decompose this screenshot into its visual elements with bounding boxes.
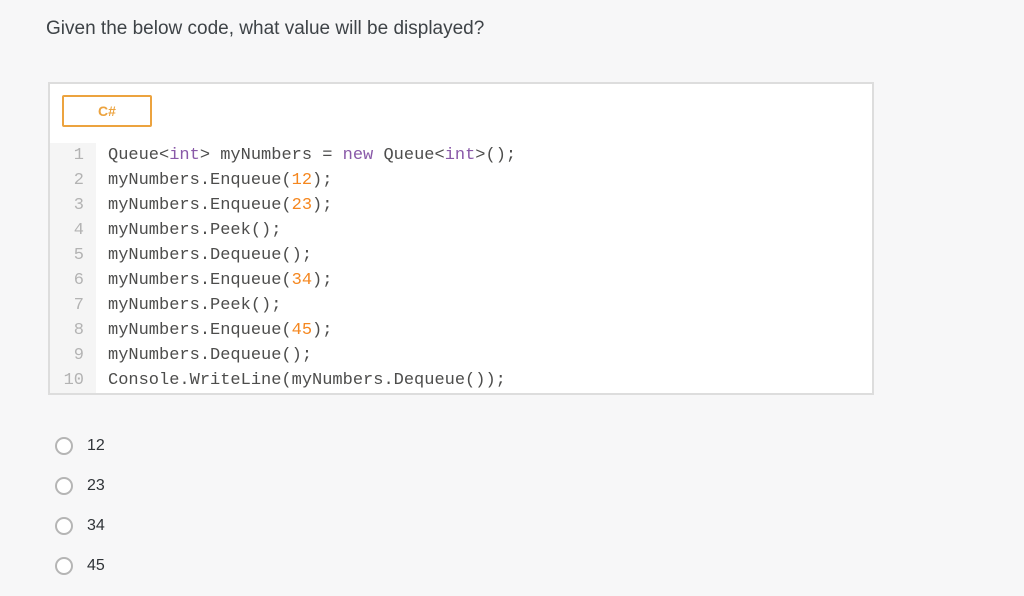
token-number: 12 xyxy=(291,171,313,190)
token-plain: ); xyxy=(312,171,333,190)
radio-button[interactable] xyxy=(55,517,73,535)
code-line: 10 Console.WriteLine(myNumbers.Dequeue())… xyxy=(50,368,872,393)
token-plain: myNumbers.Enqueue( xyxy=(108,271,292,290)
answer-option-23[interactable]: 23 xyxy=(55,466,105,506)
token-plain: myNumbers.Peek(); xyxy=(108,221,282,240)
answer-options: 12 23 34 45 xyxy=(55,426,105,586)
option-label[interactable]: 34 xyxy=(87,517,105,534)
token-plain: myNumbers.Enqueue( xyxy=(108,171,292,190)
line-number: 6 xyxy=(50,268,96,293)
token-keyword: int xyxy=(169,146,200,165)
token-keyword: int xyxy=(444,146,476,165)
line-number: 4 xyxy=(50,218,96,243)
token-plain: myNumbers.Peek(); xyxy=(108,296,282,315)
option-label[interactable]: 45 xyxy=(87,557,105,574)
token-plain: ); xyxy=(312,196,333,215)
answer-option-12[interactable]: 12 xyxy=(55,426,105,466)
answer-option-45[interactable]: 45 xyxy=(55,546,105,586)
question-text: Given the below code, what value will be… xyxy=(46,18,485,39)
language-badge: C# xyxy=(62,95,152,127)
code-text: myNumbers.Dequeue(); xyxy=(96,243,312,268)
code-panel-header: C# xyxy=(50,84,872,143)
code-line: 7 myNumbers.Peek(); xyxy=(50,293,872,318)
code-text: Console.WriteLine(myNumbers.Dequeue()); xyxy=(96,368,506,393)
option-label[interactable]: 12 xyxy=(87,437,105,454)
code-text: myNumbers.Peek(); xyxy=(96,218,281,243)
code-line: 4 myNumbers.Peek(); xyxy=(50,218,872,243)
token-number: 34 xyxy=(291,271,313,290)
code-text: myNumbers.Enqueue(34); xyxy=(96,268,332,293)
line-number: 2 xyxy=(50,168,96,193)
line-number: 8 xyxy=(50,318,96,343)
code-text: Queue<int> myNumbers = new Queue<int>(); xyxy=(96,143,516,168)
code-text: myNumbers.Enqueue(45); xyxy=(96,318,332,343)
line-number: 7 xyxy=(50,293,96,318)
token-plain: myNumbers.Enqueue( xyxy=(108,196,292,215)
code-text: myNumbers.Enqueue(12); xyxy=(96,168,332,193)
radio-button[interactable] xyxy=(55,437,73,455)
token-plain: > myNumbers = xyxy=(199,146,343,165)
token-plain: myNumbers.Dequeue(); xyxy=(108,346,313,365)
code-text: myNumbers.Dequeue(); xyxy=(96,343,312,368)
token-plain: ); xyxy=(312,321,333,340)
code-text: myNumbers.Peek(); xyxy=(96,293,281,318)
token-plain: Console.WriteLine(myNumbers.Dequeue()); xyxy=(108,371,506,390)
token-plain: ); xyxy=(312,271,333,290)
token-number: 45 xyxy=(291,321,313,340)
line-number: 10 xyxy=(50,368,96,393)
code-line: 5 myNumbers.Dequeue(); xyxy=(50,243,872,268)
token-plain: myNumbers.Enqueue( xyxy=(108,321,292,340)
line-number: 3 xyxy=(50,193,96,218)
line-number: 9 xyxy=(50,343,96,368)
token-number: 23 xyxy=(291,196,313,215)
token-keyword: new xyxy=(342,146,374,165)
line-number: 5 xyxy=(50,243,96,268)
radio-button[interactable] xyxy=(55,477,73,495)
token-plain: Queue< xyxy=(108,146,170,165)
token-plain: myNumbers.Dequeue(); xyxy=(108,246,313,265)
code-text: myNumbers.Enqueue(23); xyxy=(96,193,332,218)
code-line: 9 myNumbers.Dequeue(); xyxy=(50,343,872,368)
answer-option-34[interactable]: 34 xyxy=(55,506,105,546)
line-number: 1 xyxy=(50,143,96,168)
radio-button[interactable] xyxy=(55,557,73,575)
token-plain: >(); xyxy=(475,146,517,165)
token-plain: Queue< xyxy=(373,146,445,165)
option-label[interactable]: 23 xyxy=(87,477,105,494)
